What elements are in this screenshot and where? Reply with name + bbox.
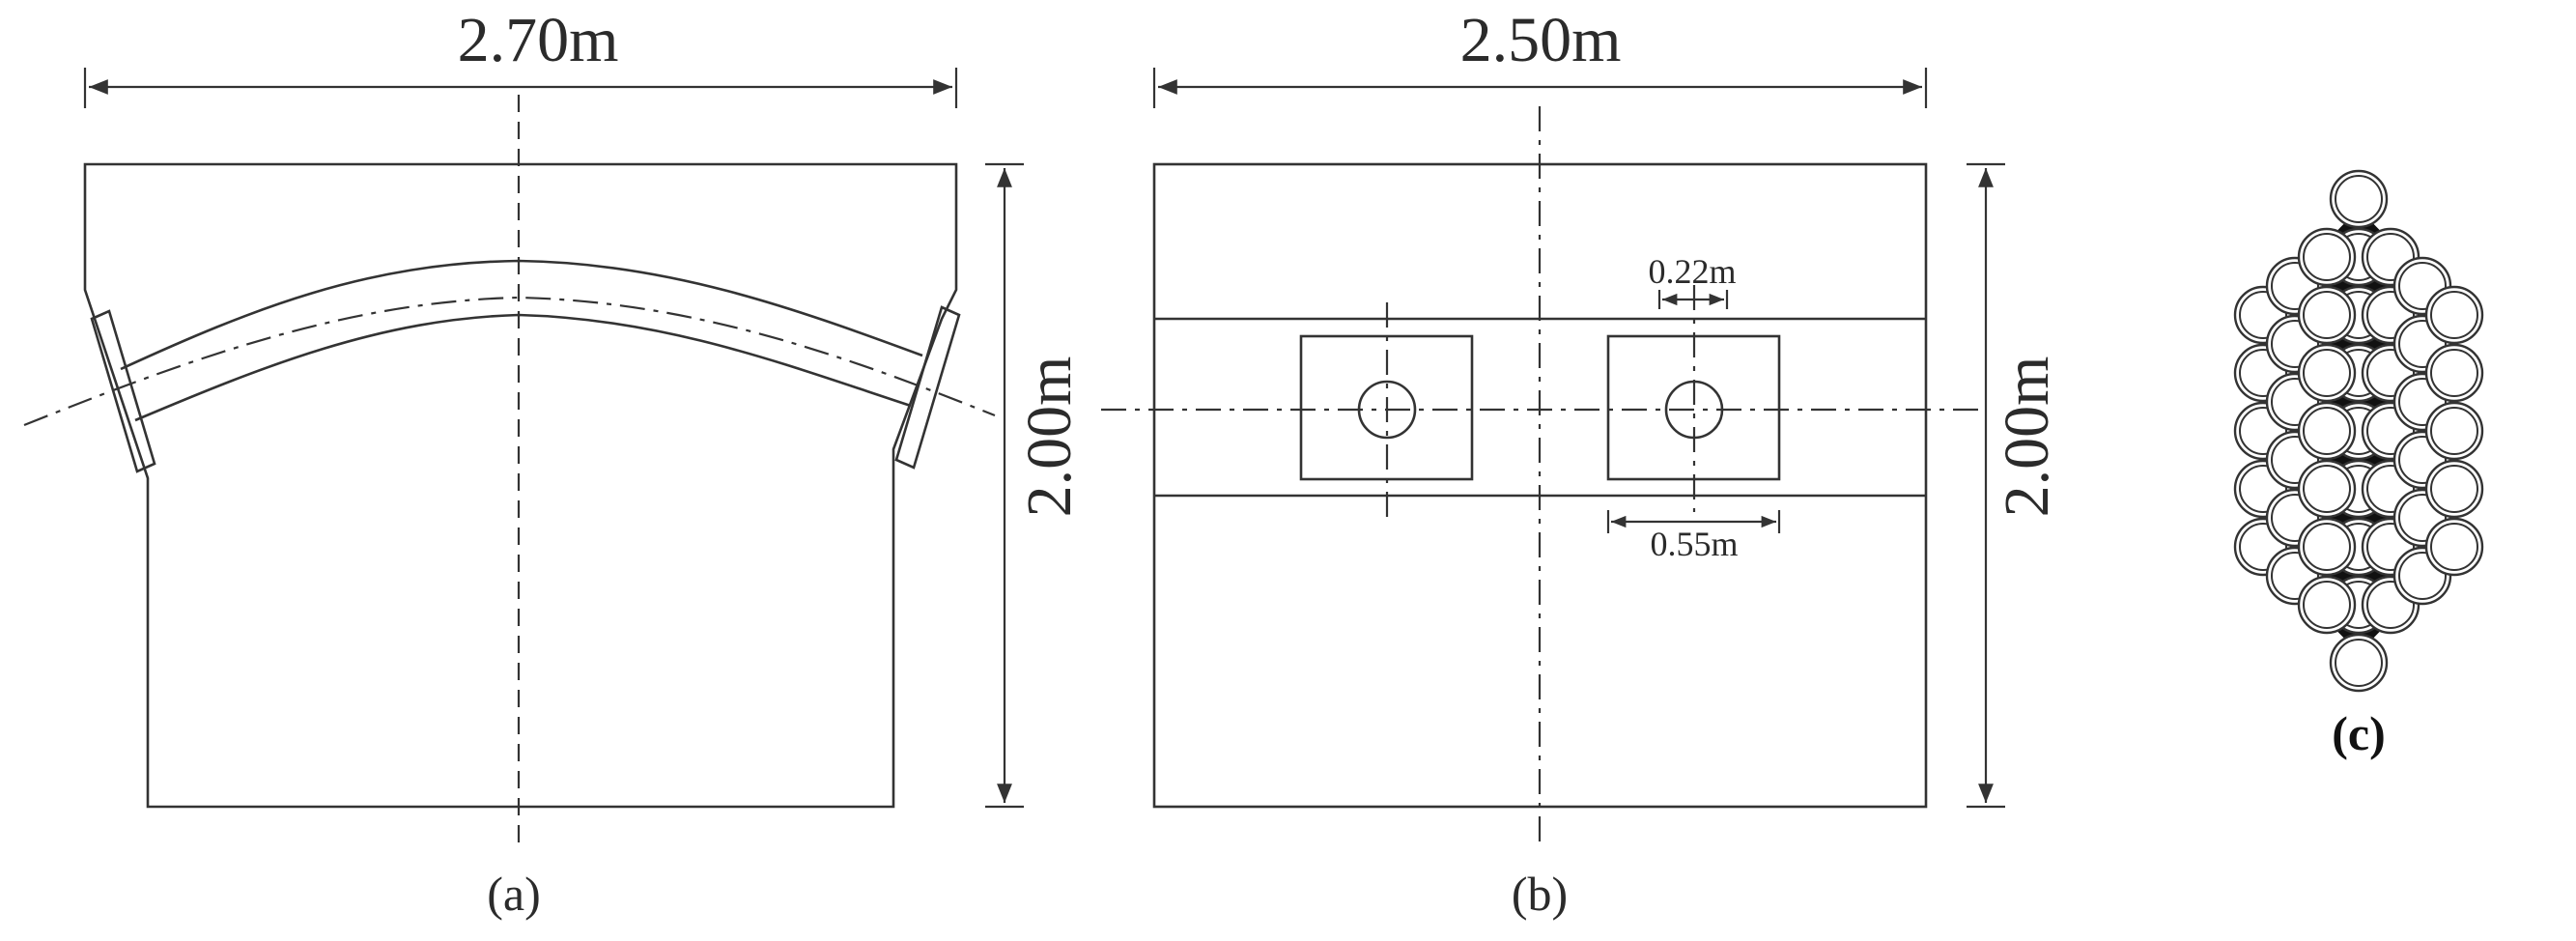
width-dimension-a: 2.70m [83, 5, 958, 108]
left-bearing-plate [90, 309, 156, 473]
height-label-b: 2.00m [1992, 356, 2062, 518]
height-dimension-b: 2.00m [1967, 162, 2062, 809]
strand-wire-inner [2335, 175, 2383, 223]
caption-a: (a) [487, 867, 541, 921]
caption-c: (c) [2332, 706, 2386, 760]
strand-wire-inner [2430, 407, 2478, 455]
bearing-plate-right [1606, 334, 1781, 481]
strand-wire-inner [2303, 349, 2351, 397]
strand-wire-inner [2303, 581, 2351, 629]
strand-group [2233, 169, 2484, 693]
panel-c: (c) [2233, 169, 2484, 760]
strand-wire-inner [2303, 291, 2351, 339]
duct-dimension: 0.22m [1648, 252, 1737, 309]
width-dimension-b: 2.50m [1152, 5, 1928, 108]
right-bearing-plate [894, 305, 961, 470]
strand-wire-inner [2430, 523, 2478, 571]
caption-b: (b) [1512, 867, 1568, 921]
plate-dimension: 0.55m [1606, 510, 1781, 563]
duct-diameter-label: 0.22m [1648, 252, 1736, 291]
strand-wire-inner [2303, 407, 2351, 455]
strand-wire-inner [2303, 233, 2351, 281]
panel-b: 2.50m 0.22m 0.55m [1101, 5, 2062, 921]
strand-wire-inner [2430, 349, 2478, 397]
strand-wire-inner [2430, 465, 2478, 513]
height-dimension-a: 2.00m [985, 162, 1085, 809]
duct-centerline [23, 296, 996, 427]
width-label-b: 2.50m [1460, 5, 1622, 75]
height-label-a: 2.00m [1014, 356, 1085, 518]
panel-a: 2.70m 2.00m (a) [23, 5, 1085, 921]
strand-wire-inner [2430, 291, 2478, 339]
strand-wire-inner [2303, 465, 2351, 513]
strand-wire-inner [2303, 523, 2351, 571]
width-label-a: 2.70m [458, 5, 619, 75]
anchorage-block-outline [83, 162, 958, 809]
strand-wire-inner [2335, 639, 2383, 687]
duct-lower-edge [134, 313, 912, 422]
plate-width-label: 0.55m [1650, 525, 1738, 563]
